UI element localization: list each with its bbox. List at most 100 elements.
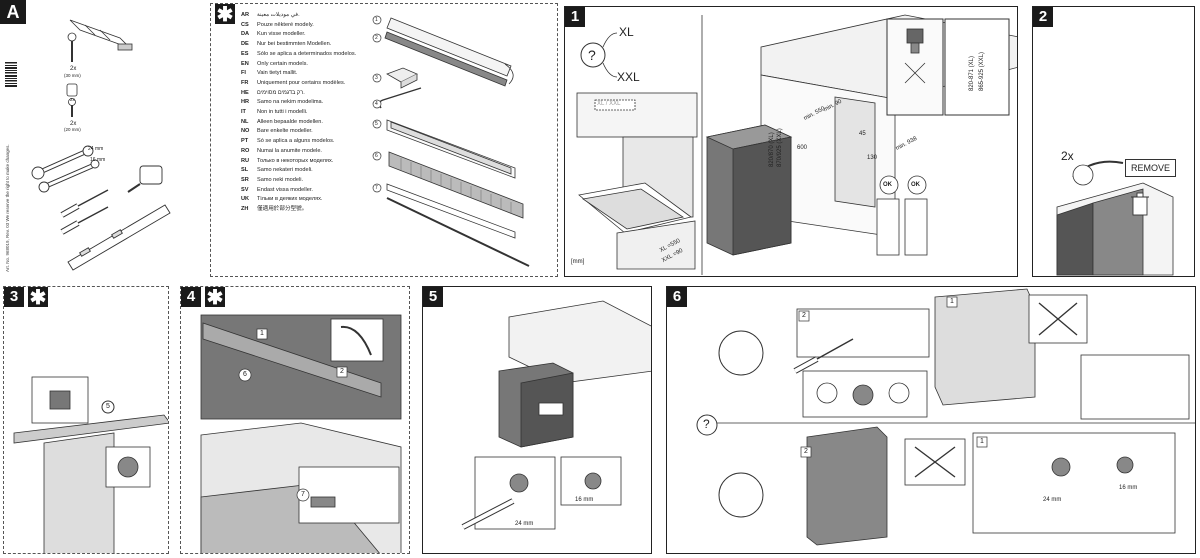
unit-label: [mm]: [571, 259, 585, 265]
panel-a-tools: A: [0, 0, 205, 278]
panel-a-badge: A: [0, 0, 26, 24]
step-6-wrench-24: 24 mm: [1043, 497, 1062, 503]
step-6-box-2-bottom: 2: [804, 448, 808, 455]
step-6-box-2-top: 2: [802, 312, 806, 319]
tape-measure-icon: [127, 165, 163, 193]
part-marker-2: 2: [375, 35, 378, 41]
part-marker-6: 6: [375, 153, 378, 159]
step-4-box-2: 2: [340, 368, 344, 375]
trash-bin-icon: [1131, 192, 1149, 216]
part-marker-1: 1: [375, 17, 378, 23]
part-markers: [372, 15, 382, 193]
step-3-star: ✱: [28, 287, 48, 309]
zoom-xxl-label: 865-925 (XXL): [979, 51, 985, 91]
step-2-panel: 2 2x REMOVE: [1032, 6, 1195, 277]
ok-icons: [876, 175, 928, 256]
step-5-wrench-24: 24 mm: [515, 521, 534, 527]
step-6-box-1-top: 1: [950, 298, 954, 305]
question-mark: ?: [588, 47, 596, 63]
step-6-box-1-bottom: 1: [980, 438, 984, 445]
step-1-number: 1: [565, 7, 585, 27]
step-1-panel: 1: [564, 6, 1018, 277]
step-6-illustration: [696, 288, 1195, 546]
wrench-icon: [31, 145, 100, 193]
cross-icon: [914, 302, 1078, 478]
count-2x-label: 2x: [1061, 149, 1074, 163]
step-4-star: ✱: [205, 287, 225, 309]
step-6-number: 6: [667, 287, 687, 307]
screw-icon: [66, 32, 78, 117]
step-5-illustration: [461, 300, 651, 530]
step-4-panel: 4 ✱ 1 2 6 7: [180, 286, 410, 554]
part-marker-4: 4: [375, 101, 378, 107]
step-2-number: 2: [1033, 7, 1053, 27]
part-marker-3: 3: [375, 75, 378, 81]
part-marker-5: 5: [375, 121, 378, 127]
screwdriver-icon: [60, 189, 109, 235]
dim-45-label: 45: [859, 131, 866, 137]
star-badge: ✱: [215, 4, 235, 26]
screw-count-2: 2x: [70, 97, 75, 102]
adhesive-strip-icon: [69, 19, 133, 51]
foot-icon: [904, 28, 926, 84]
height-xxl-label: 870/925 (XXL): [777, 128, 783, 167]
wrench-icon: [461, 498, 515, 530]
step-6-panel: 6 ? 2 1 2 1: [666, 286, 1196, 554]
step-4-number: 4: [181, 287, 201, 307]
height-xl-label: 820/870 (XL): [769, 132, 775, 167]
label-plate-text: XL / XXL: [597, 101, 621, 107]
ok-label-1: OK: [883, 182, 892, 188]
step-5-number: 5: [423, 287, 443, 307]
wrench-16-label: 16 mm: [90, 157, 106, 163]
wrench-24-label: 24 mm: [88, 146, 104, 152]
step-3-marker: 5: [106, 403, 110, 410]
ok-label-2: OK: [911, 182, 920, 188]
screw-size-3: (20 mm): [64, 127, 81, 132]
size-xxl-label: XXL: [617, 70, 640, 84]
step-3-illustration: [13, 376, 168, 553]
screw-size-1: (30 mm): [64, 73, 81, 78]
barcode-icon: [5, 62, 17, 87]
tools-illustration: [5, 19, 171, 271]
parts-illustration: [372, 15, 530, 267]
size-xl-label: XL: [619, 25, 634, 39]
remove-label: REMOVE: [1125, 159, 1177, 177]
zoom-xl-label: 820-871 (XL): [969, 55, 975, 91]
step-6-wrench-16: 16 mm: [1119, 485, 1138, 491]
step-2-illustration: [1056, 160, 1174, 276]
article-number-text: Art. No. 968019, Rev. 03 We reserve the …: [5, 144, 10, 272]
step-3-number: 3: [4, 287, 24, 307]
step-3-panel: 3 ✱ 5: [3, 286, 169, 554]
step-4-marker-6: 6: [243, 371, 247, 378]
dim-600-label: 600: [797, 145, 808, 151]
step-5-wrench-16: 16 mm: [575, 497, 594, 503]
screwdriver-icon: [793, 338, 854, 374]
step-1-illustration: [576, 14, 1017, 275]
screw-count-3: 2x: [70, 121, 77, 127]
step-5-panel: 5 24 mm 16 mm: [422, 286, 652, 554]
part-marker-7: 7: [375, 185, 378, 191]
